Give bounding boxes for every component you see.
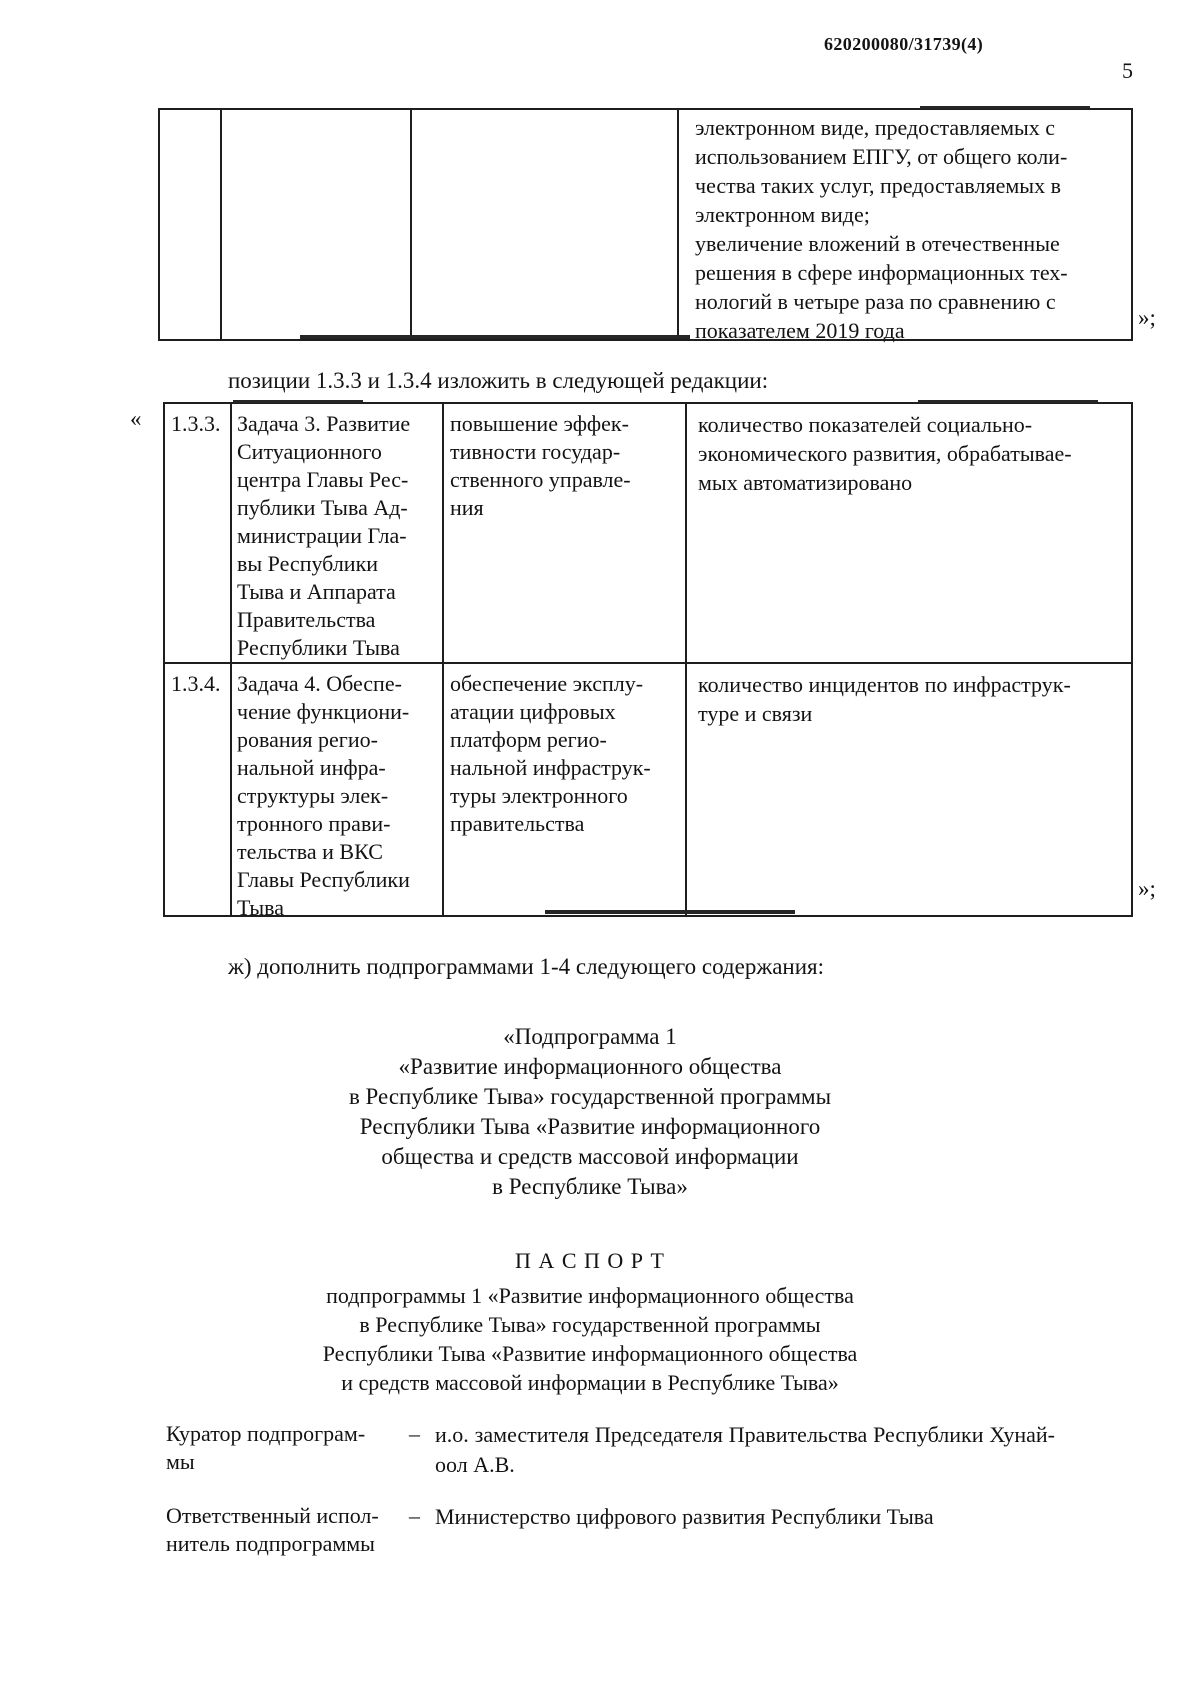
cell-effect: обеспечение эксплу- атации цифровых плат… (450, 671, 651, 836)
page-number: 5 (1122, 58, 1133, 83)
table-divider (677, 110, 679, 339)
cell-indicator: электронном виде, предоставляемых с испо… (695, 115, 1068, 343)
closing-quote-mark: »; (1138, 305, 1156, 330)
cell-effect: повышение эффек- тивности государ- ствен… (450, 411, 631, 520)
scan-artifact (920, 106, 1090, 109)
scan-artifact (545, 910, 795, 914)
table-divider (230, 404, 232, 915)
table-row-divider (165, 662, 1131, 664)
cell-number: 1.3.4. (171, 671, 221, 696)
cell-number: 1.3.3. (171, 411, 221, 436)
detail-dash: – (409, 1503, 420, 1528)
doc-number: 620200080/31739(4) (824, 34, 984, 54)
detail-label: Ответственный испол- нитель подпрограммы (166, 1503, 379, 1556)
scan-artifact (918, 400, 1098, 403)
table-divider (685, 404, 687, 915)
table-divider (442, 404, 444, 915)
paragraph-amendment-positions: позиции 1.3.3 и 1.3.4 изложить в следующ… (228, 368, 769, 393)
scan-artifact (233, 400, 363, 403)
amendments-table: 1.3.3. Задача 3. Развитие Ситуационного … (163, 402, 1133, 920)
detail-value: и.о. заместителя Председателя Правительс… (435, 1422, 1055, 1477)
detail-dash: – (409, 1421, 420, 1446)
detail-value: Министерство цифрового развития Республи… (435, 1504, 934, 1529)
detail-row-executor: Ответственный испол- нитель подпрограммы… (166, 1502, 1058, 1558)
detail-label: Куратор подпрограм- мы (166, 1421, 366, 1474)
table-divider (220, 110, 222, 339)
cell-indicator: количество показателей социально- эконом… (698, 412, 1072, 495)
closing-quote-mark: »; (1138, 876, 1156, 901)
scan-artifact (300, 335, 690, 339)
table-divider (410, 110, 412, 339)
passport-subtitle: подпрограммы 1 «Развитие информационного… (322, 1283, 858, 1395)
subprogram-title: «Подпрограмма 1 «Развитие информационног… (348, 1024, 832, 1199)
detail-row-curator: Куратор подпрограм- мы – и.о. заместител… (166, 1420, 1058, 1480)
cell-task: Задача 3. Развитие Ситуационного центра … (237, 411, 411, 660)
passport-title: П А С П О Р Т (515, 1248, 665, 1273)
opening-quote-mark: « (130, 406, 142, 431)
paragraph-subprograms: ж) дополнить подпрограммами 1-4 следующе… (228, 954, 825, 979)
continuation-table: электронном виде, предоставляемых с испо… (158, 108, 1133, 343)
cell-task: Задача 4. Обеспе- чение функциони- рован… (237, 671, 410, 920)
cell-indicator: количество инцидентов по инфраструк- тур… (698, 672, 1071, 726)
